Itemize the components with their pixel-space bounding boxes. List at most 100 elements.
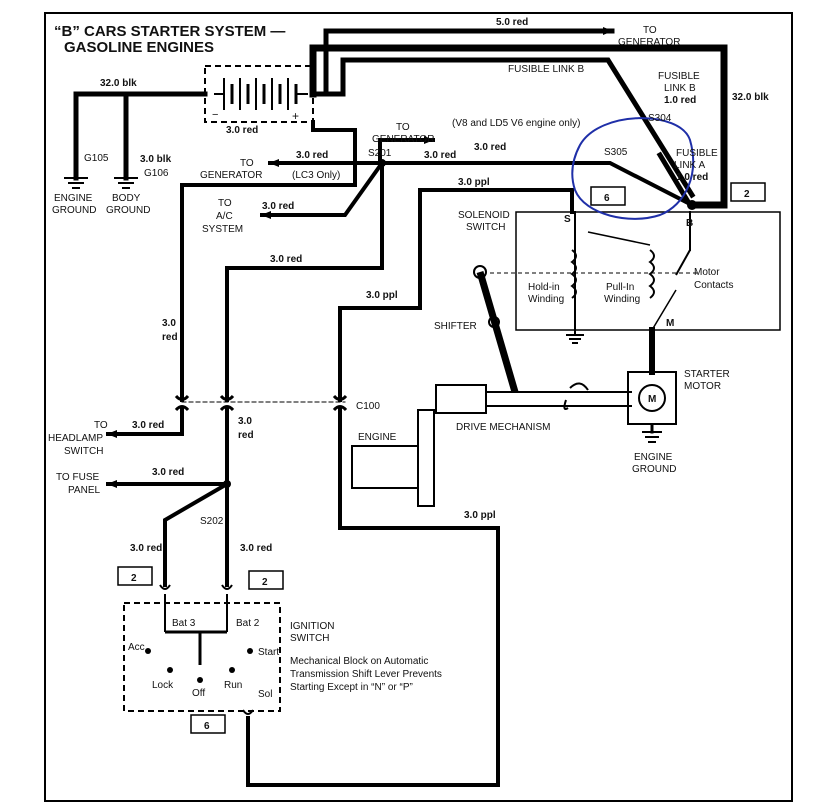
c100-connector [174,394,348,412]
motor-contacts-2: Contacts [694,280,733,291]
terminal-b: B [686,218,693,229]
wire-3-0-red-bat3: 3.0 red [130,543,162,554]
shifter-label: SHIFTER [434,321,477,332]
fusible-link-b-3: 1.0 red [664,95,696,106]
hold-in-1: Hold-in [528,282,560,293]
drive-mechanism [435,382,632,414]
svg-text:+: + [292,109,299,123]
wire-3-0-red-bat2: 3.0 red [240,543,272,554]
terminal-m: M [666,318,674,329]
bat3-label: Bat 3 [172,618,196,629]
wire-5-0-red: 5.0 red [496,17,528,28]
fusible-link-b-2: LINK B [664,83,696,94]
to-headlamp-3: SWITCH [64,446,103,457]
wire-3-0-ppl-bottom: 3.0 ppl [464,510,496,521]
wire-32-blk-left: 32.0 blk [100,78,137,89]
title-line-1: “B” CARS STARTER SYSTEM — [54,23,285,40]
to-fuse-panel-2: PANEL [68,485,100,496]
engine-ground-bottom-1: ENGINE [634,452,673,463]
motor-contacts-1: Motor [694,267,720,278]
wire-3-0-red-ac: 3.0 red [262,201,294,212]
lock-label: Lock [152,680,174,691]
s304-label: S304 [648,113,672,124]
off-label: Off [192,688,205,699]
starter-motor-1: STARTER [684,369,730,380]
body-ground-2: GROUND [106,205,150,216]
hold-in-2: Winding [528,294,564,305]
fusible-link-a-3: 1.0 red [676,172,708,183]
to-ac-3: SYSTEM [202,224,243,235]
c100-label: C100 [356,401,380,412]
engine-ground-2: GROUND [52,205,96,216]
v8-note: (V8 and LD5 V6 engine only) [452,118,580,129]
start-label: Start [258,647,279,658]
starter-motor-2: MOTOR [684,381,721,392]
lc3-only: (LC3 Only) [292,170,340,181]
g105-label: G105 [84,153,109,164]
ignition-switch-2: SWITCH [290,633,329,644]
ignition-switch-1: IGNITION [290,621,334,632]
acc-label: Acc [128,642,145,653]
fusible-link-a-1: FUSIBLE [676,148,718,159]
solenoid-switch-1: SOLENOID [458,210,510,221]
wire-3-0-red-s305: 3.0 red [474,142,506,153]
engine-block [351,409,435,507]
wire-3-0-red-headlamp: 3.0 red [132,420,164,431]
engine-ground-1: ENGINE [54,193,93,204]
drive-mechanism-label: DRIVE MECHANISM [456,422,550,433]
body-ground-1: BODY [112,193,141,204]
s305-label: S305 [604,147,628,158]
g106-label: G106 [144,168,169,179]
box-2-right: 2 [262,577,268,588]
engine-ground-bottom-2: GROUND [632,464,676,475]
diagram-border [44,12,793,802]
box-6-top: 6 [604,193,610,204]
box-6-bottom: 6 [204,721,210,732]
s202-label: S202 [200,516,224,527]
pull-in-2: Winding [604,294,640,305]
ign-note-2: Transmission Shift Lever Prevents [290,669,442,680]
motor-symbol: M [648,394,656,405]
to-generator-left-2: GENERATOR [200,170,262,181]
svg-text:−: − [212,109,218,121]
s201-label: S201 [368,148,392,159]
to-generator-top-2: GENERATOR [618,37,680,48]
pull-in-1: Pull-In [606,282,634,293]
fusible-link-a-2: LINK A [674,160,705,171]
wire-32-blk-right: 32.0 blk [732,92,769,103]
ignition-switch [123,584,281,715]
wire-3-0-red-vertical-1a: 3.0 [162,318,176,329]
wire-3-0-ppl-top: 3.0 ppl [458,177,490,188]
box-2-left: 2 [131,573,137,584]
ign-note-1: Mechanical Block on Automatic [290,656,428,667]
solenoid-switch [490,211,781,331]
to-generator-top-1: TO [643,25,657,36]
wire-3-0-blk: 3.0 blk [140,154,172,165]
to-generator-mid-1: TO [396,122,410,133]
engine-label: ENGINE [358,432,397,443]
connector-boxes [117,182,766,734]
to-ac-1: TO [218,198,232,209]
ign-note-3: Starting Except in “N” or “P” [290,682,413,693]
battery: − + [204,65,314,123]
to-headlamp-1: TO [94,420,108,431]
sol-label: Sol [258,689,272,700]
solenoid-switch-2: SWITCH [466,222,505,233]
wire-3-0-red-vertical-1b: red [162,332,178,343]
to-generator-mid-2: GENERATOR [372,134,434,145]
splices [223,159,697,488]
to-headlamp-2: HEADLAMP [48,433,103,444]
box-2-top: 2 [744,189,750,200]
starter-motor [627,371,677,425]
wire-3-0-red-mid: 3.0 red [270,254,302,265]
to-ac-2: A/C [216,211,233,222]
ground-symbols [64,177,662,443]
to-generator-left-1: TO [240,158,254,169]
wire-3-0-red-fuse: 3.0 red [152,467,184,478]
shifter [473,265,519,393]
wire-3-0-red-gen: 3.0 red [424,150,456,161]
wire-3-0-red-vertical-2b: red [238,430,254,441]
wire-3-0-red-vertical-2a: 3.0 [238,416,252,427]
annotation-circle [571,117,695,220]
